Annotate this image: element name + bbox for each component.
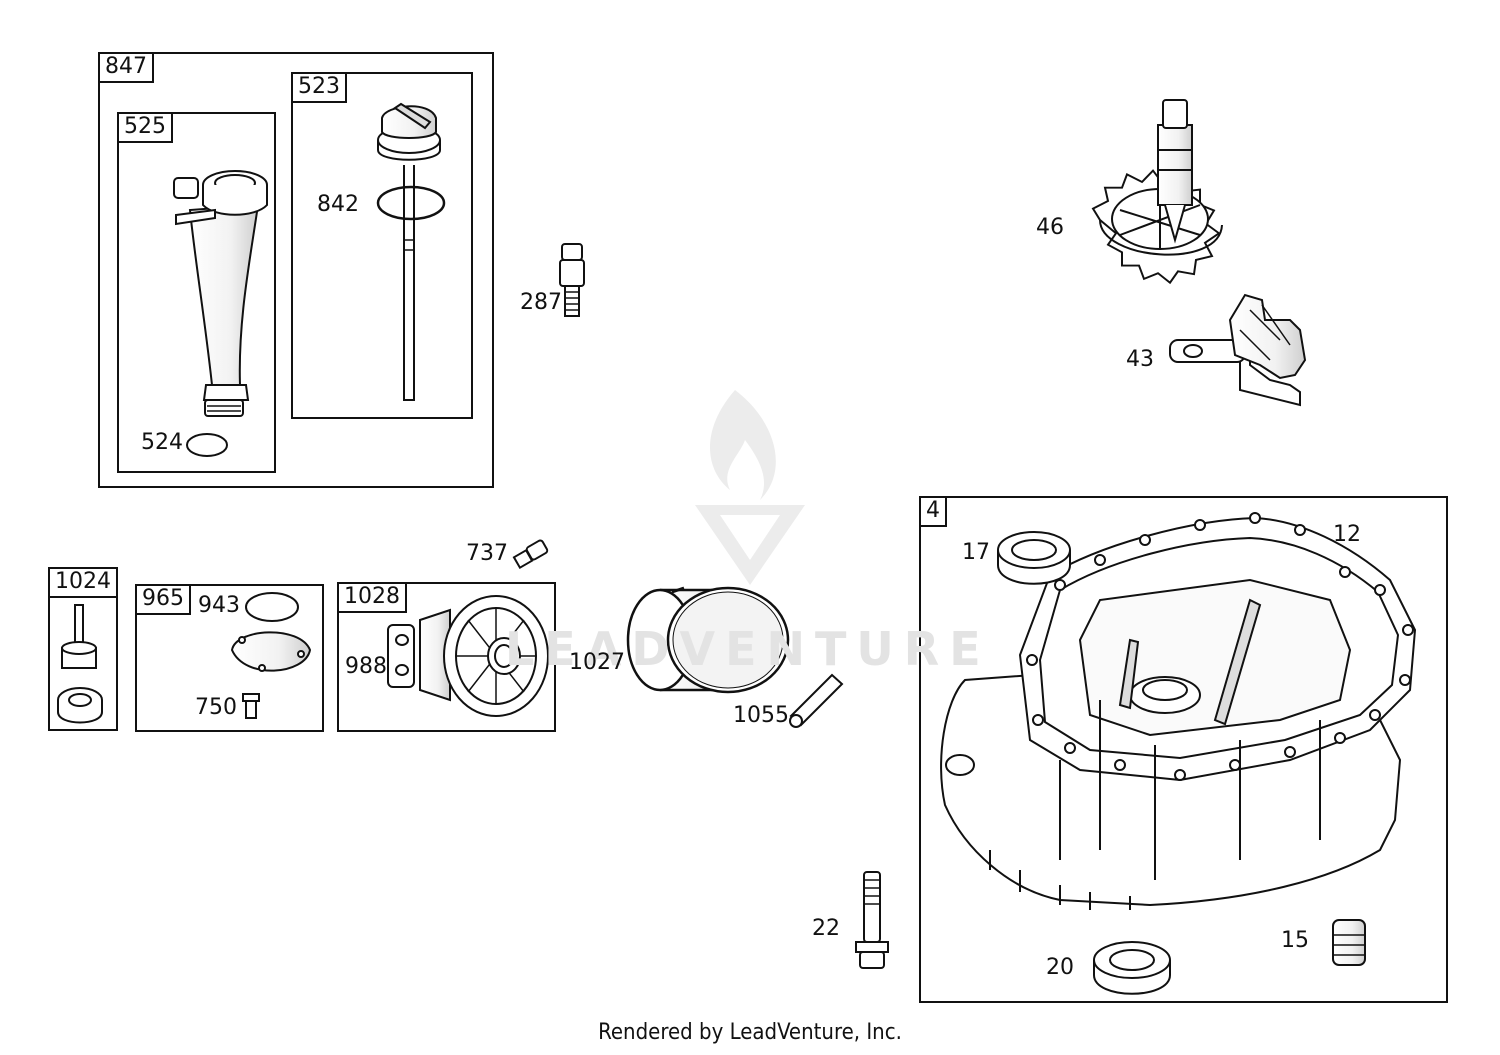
group-box-965: [135, 584, 324, 732]
callout-943: 943: [198, 593, 240, 618]
callout-43: 43: [1126, 347, 1154, 372]
callout-847: 847: [100, 54, 154, 83]
callout-525: 525: [119, 114, 173, 143]
callout-1024: 1024: [50, 569, 118, 598]
callout-4: 4: [921, 498, 947, 527]
watermark-logo-icon: [695, 390, 805, 585]
callout-842: 842: [317, 192, 359, 217]
callout-1055: 1055: [733, 703, 789, 728]
o-ring-524-part: [186, 433, 228, 457]
callout-737: 737: [466, 541, 508, 566]
callout-20: 20: [1046, 955, 1074, 980]
callout-17: 17: [962, 540, 990, 565]
group-box-4: [919, 496, 1448, 1003]
oil-fill-tube-part: [173, 170, 268, 417]
oil-seal-17-part: [997, 531, 1071, 585]
oil-filter-part: [626, 586, 790, 694]
callout-965: 965: [137, 586, 191, 615]
oil-pump-rotor-part: [57, 604, 103, 724]
pump-cover-part: [230, 592, 312, 719]
callout-1027: 1027: [569, 650, 625, 675]
bolt-22-part: [855, 871, 889, 969]
callout-523: 523: [293, 74, 347, 103]
oil-filter-adapter-part: [387, 595, 549, 717]
tube-1055-part: [789, 673, 844, 728]
callout-15: 15: [1281, 928, 1309, 953]
callout-46: 46: [1036, 215, 1064, 240]
group-box-1024: [48, 567, 118, 731]
screw-737-part: [512, 539, 549, 570]
watermark-text: LEADVENTURE: [505, 622, 991, 676]
crankcase-sump-part: [940, 512, 1417, 910]
camshaft-gear-part: [1091, 99, 1223, 285]
callout-22: 22: [812, 916, 840, 941]
callout-750: 750: [195, 695, 237, 720]
oil-seal-20-part: [1093, 941, 1171, 995]
callout-988: 988: [345, 654, 387, 679]
callout-12: 12: [1333, 522, 1361, 547]
group-box-1028: [337, 582, 556, 732]
drain-plug-15-part: [1332, 919, 1366, 966]
callout-1028: 1028: [339, 584, 407, 613]
footer-credit: Rendered by LeadVenture, Inc.: [598, 1020, 902, 1045]
bolt-287-part: [559, 243, 585, 317]
group-box-847: [98, 52, 494, 488]
callout-287: 287: [520, 290, 562, 315]
governor-part: [1169, 293, 1307, 407]
callout-524: 524: [141, 430, 183, 455]
dipstick-part: [377, 102, 441, 401]
o-ring-842-part: [376, 185, 446, 221]
